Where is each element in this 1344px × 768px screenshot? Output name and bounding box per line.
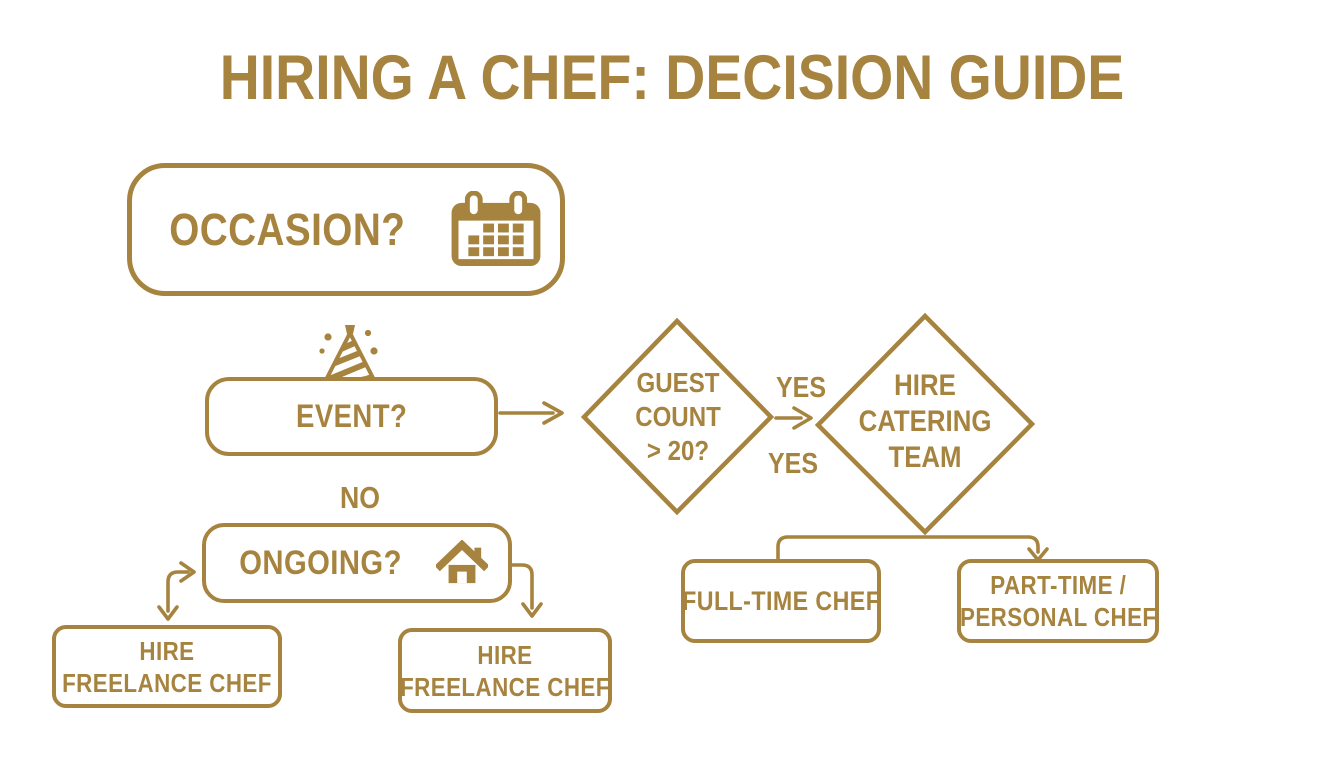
party-hat-icon — [319, 325, 378, 382]
arrow-guest-count-to-catering — [774, 406, 813, 430]
ongoing-label: ONGOING? — [239, 543, 403, 582]
calendar-icon — [451, 191, 541, 267]
guest-count-diamond — [580, 317, 775, 516]
page-title: HIRING A CHEF: DECISION GUIDE — [219, 43, 1125, 113]
arrow-event-to-guest-count — [498, 401, 564, 425]
event-label: EVENT? — [295, 398, 408, 434]
freelance-chef-left-label: HIRE FREELANCE CHEF — [62, 635, 272, 698]
node-freelance-chef-right: HIRE FREELANCE CHEF — [398, 628, 612, 713]
house-icon — [435, 540, 488, 584]
edge-label-no: NO — [340, 480, 380, 515]
node-occasion: OCCASION? — [127, 163, 565, 296]
full-time-chef-label: FULL-TIME CHEF — [681, 585, 881, 616]
node-part-time-chef: PART-TIME / PERSONAL CHEF — [957, 559, 1159, 643]
part-time-chef-label: PART-TIME / PERSONAL CHEF — [959, 570, 1157, 632]
edge-label-yes-bottom: YES — [768, 448, 818, 480]
arrow-ongoing-left — [157, 561, 196, 621]
node-freelance-chef-left: HIRE FREELANCE CHEF — [52, 625, 282, 708]
hire-catering-diamond — [814, 312, 1036, 536]
edge-label-yes-top: YES — [776, 372, 826, 404]
arrow-ongoing-right — [510, 563, 543, 618]
node-event: EVENT? — [205, 377, 498, 456]
freelance-chef-right-label: HIRE FREELANCE CHEF — [400, 639, 610, 702]
guest-count-label: GUEST COUNT > 20? — [635, 367, 721, 466]
node-ongoing: ONGOING? — [202, 523, 512, 603]
node-full-time-chef: FULL-TIME CHEF — [681, 559, 881, 643]
hire-catering-label: HIRE CATERING TEAM — [858, 369, 992, 474]
occasion-label: OCCASION? — [168, 203, 406, 255]
branch-catering-to-chef-types — [776, 535, 1049, 562]
